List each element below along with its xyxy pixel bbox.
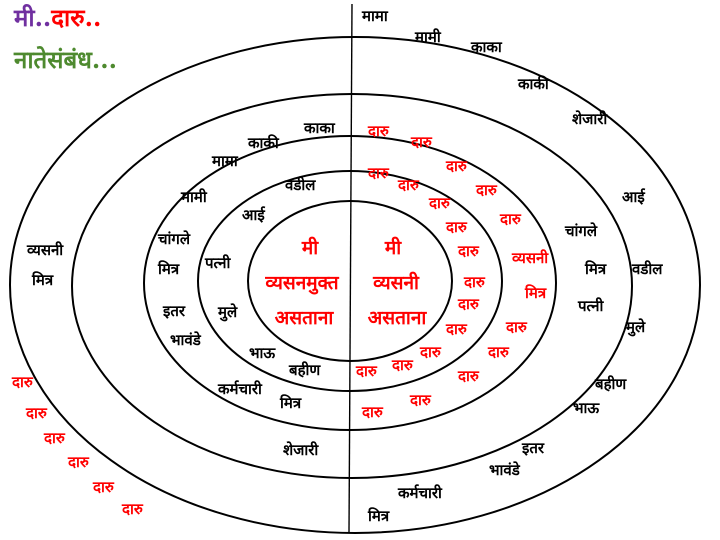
divider-line (348, 3, 353, 533)
center-right-line-2: व्यसनी (372, 271, 420, 294)
right-daru-label: दारु (410, 133, 433, 151)
left-inner-label: पत्नी (204, 254, 231, 272)
right-middle-label: पत्नी (577, 297, 604, 315)
title-dots: .. (34, 3, 52, 32)
right-middle-label: बहीण (594, 375, 627, 393)
left-middle-label: कर्मचारी (217, 380, 263, 398)
center-right-line-1: मी (384, 236, 402, 259)
ring-third (71, 93, 633, 479)
right-daru-label: दारु (419, 343, 442, 361)
right-outer-label: मामी (414, 28, 442, 46)
left-inner-label: वडील (284, 176, 316, 194)
left-outer-label: शेजारी (283, 441, 319, 459)
left-outside-label: मित्र (31, 271, 54, 289)
right-daru-label: दारु (505, 318, 528, 336)
right-daru-label: दारु (397, 176, 420, 194)
right-daru-label: दारु (428, 194, 451, 212)
left-middle-label: काका (303, 119, 336, 137)
right-outer-label: काकी (517, 75, 550, 93)
left-middle-label: चांगले (157, 230, 191, 248)
right-daru-label: दारु (367, 122, 390, 140)
right-daru-label: दारु (391, 356, 414, 374)
right-daru-label: दारु (499, 210, 522, 228)
left-daru-label: दारु (67, 453, 90, 471)
center-left-line-1: मी (301, 236, 319, 259)
center-left-line-3: असताना (275, 307, 335, 329)
right-middle-label: कर्मचारी (397, 484, 443, 502)
left-middle-label: मामी (180, 188, 208, 206)
right-outer-label: मामा (361, 7, 389, 25)
right-daru-label: दारु (355, 362, 378, 380)
left-outside-label: व्यसनी (26, 241, 64, 259)
right-middle-label: भावंडे (489, 461, 521, 479)
page-title: मी..दारु.. (14, 6, 101, 30)
right-daru-label: दारु (463, 273, 486, 291)
title-dots: .. (84, 3, 102, 32)
right-outer-label: शेजारी (572, 110, 608, 128)
right-middle-label: चांगले (564, 222, 598, 240)
right-outer-label: वडील (631, 260, 663, 278)
left-inner-label: आई (242, 206, 266, 224)
right-middle-label: भाऊ (573, 399, 600, 417)
right-middle-label: मुले (625, 318, 646, 337)
center-right-line-3: असताना (368, 307, 428, 329)
left-daru-label: दारु (92, 478, 115, 496)
right-addict-friend-label: मित्र (524, 284, 547, 302)
left-inner-label: भाऊ (249, 344, 276, 362)
right-daru-label: दारु (367, 164, 390, 182)
right-daru-label-extra: दारु (409, 391, 432, 409)
ring-outer (9, 36, 701, 534)
right-daru-label: दारु (457, 295, 480, 313)
left-middle-label: भावंडे (170, 331, 202, 349)
right-daru-label: दारु (445, 157, 468, 175)
right-outer-label: आई (622, 188, 646, 206)
right-daru-label: दारु (475, 181, 498, 199)
left-middle-label: मामा (211, 152, 239, 170)
right-daru-label: दारु (445, 320, 468, 338)
right-daru-label: दारु (457, 242, 480, 260)
left-daru-label: दारु (43, 429, 66, 447)
title-mi: मी (14, 3, 35, 32)
left-middle-label: मित्र (279, 394, 302, 412)
right-addict-label: व्यसनी (511, 249, 549, 267)
right-daru-label: दारु (445, 218, 468, 236)
right-outer-label: काका (470, 38, 503, 56)
right-daru-label: दारु (487, 343, 510, 361)
title-daru: दारु (51, 3, 85, 32)
left-inner-label: मुले (217, 303, 238, 322)
right-middle-label: इतर (521, 439, 545, 457)
right-middle-label: मित्र (367, 507, 390, 525)
left-daru-label: दारु (121, 500, 144, 518)
left-inner-label: बहीण (288, 361, 321, 379)
center-left-line-2: व्यसनमुक्त (264, 272, 339, 295)
left-daru-label: दारु (25, 404, 48, 422)
left-middle-label: इतर (162, 302, 186, 320)
left-daru-label: दारु (11, 373, 34, 391)
right-middle-label: मित्र (584, 260, 607, 278)
right-daru-label: दारु (457, 367, 480, 385)
page-subtitle: नातेसंबंध... (14, 45, 117, 74)
left-middle-label: मित्र (157, 260, 180, 278)
right-daru-label: दारु (361, 403, 384, 421)
left-middle-label: काकी (247, 134, 280, 152)
